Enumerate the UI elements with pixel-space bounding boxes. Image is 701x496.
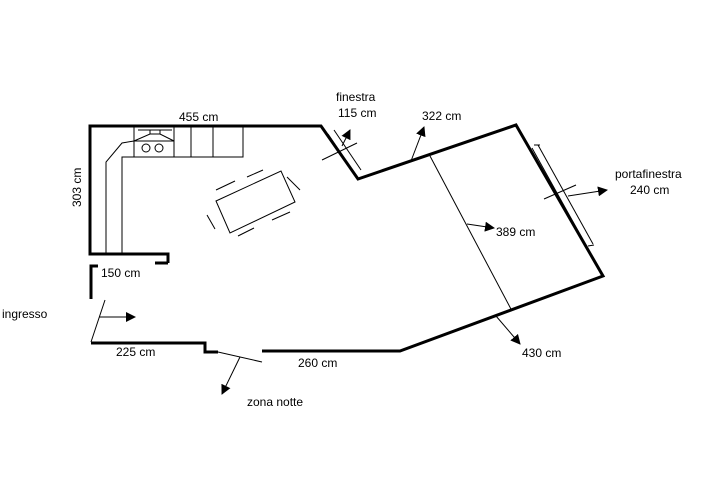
french-window [531,144,608,248]
window-arrow-icon [341,129,351,147]
burner-icon [154,143,164,153]
main-wall [88,123,606,353]
night-zone-arrow-icon [221,356,241,395]
night-zone-label: zona notte [247,395,303,409]
french-window-title: portafinestra [615,167,682,181]
hood-icon [133,129,175,142]
dimension-lines [410,126,521,345]
entry-wall-label: 150 cm [101,266,140,280]
window-title: finestra [336,90,376,104]
bottom-left-wall-label: 225 cm [116,345,155,359]
french-window-width-label: 240 cm [630,183,669,197]
labels: 455 cm finestra 115 cm 322 cm portafines… [2,90,682,409]
entrance-door [90,299,136,343]
bottom-wall-label: 260 cm [298,356,337,370]
entrance-label: ingresso [2,307,48,321]
french-window-arrow-icon [567,186,608,197]
arrow-icon [495,315,521,345]
entry-wall [89,264,98,299]
slanted-wall-label: 322 cm [422,109,461,123]
arrow-icon [410,126,426,162]
window-width-label: 115 cm [338,106,376,120]
burner-icon [141,143,151,153]
kitchen-counter [105,126,244,254]
top-wall-label: 455 cm [179,110,218,124]
dining-table [206,169,301,237]
bottom-left-wall [91,341,218,354]
night-zone-door [217,351,263,395]
arrow-icon [466,221,495,232]
left-wall-label: 303 cm [70,168,84,207]
lower-slanted-wall-label: 430 cm [522,346,561,360]
depth-label: 389 cm [496,225,535,239]
walls [88,123,606,354]
window [321,129,362,175]
